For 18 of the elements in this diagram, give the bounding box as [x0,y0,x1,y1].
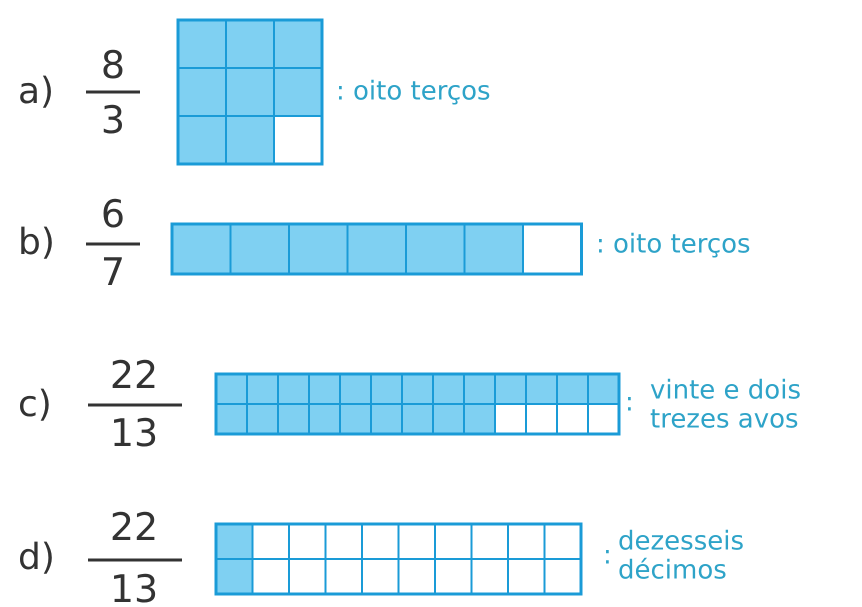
item-letter: d) [18,538,55,578]
fraction-number: 22 [110,355,158,397]
fraction-name: : [625,388,634,418]
fraction-number: 6 [100,194,126,236]
fraction-name: : oito terços [336,78,491,106]
fraction-number: 7 [100,252,126,294]
fraction-number: 3 [100,100,126,142]
item-letter: a) [18,72,54,112]
fraction-number: 13 [110,569,158,607]
item-letter: b) [18,223,55,263]
fraction-name: : [603,542,612,570]
fraction-name: vinte e dois trezes avos [650,376,802,434]
fraction-number: 8 [100,45,126,87]
fraction-number: 13 [110,413,158,455]
fraction-name: dezesseis décimos [618,527,746,585]
fraction-number: 22 [110,507,158,549]
fraction-name: : oito terços [596,230,751,260]
item-letter: c) [18,385,52,425]
